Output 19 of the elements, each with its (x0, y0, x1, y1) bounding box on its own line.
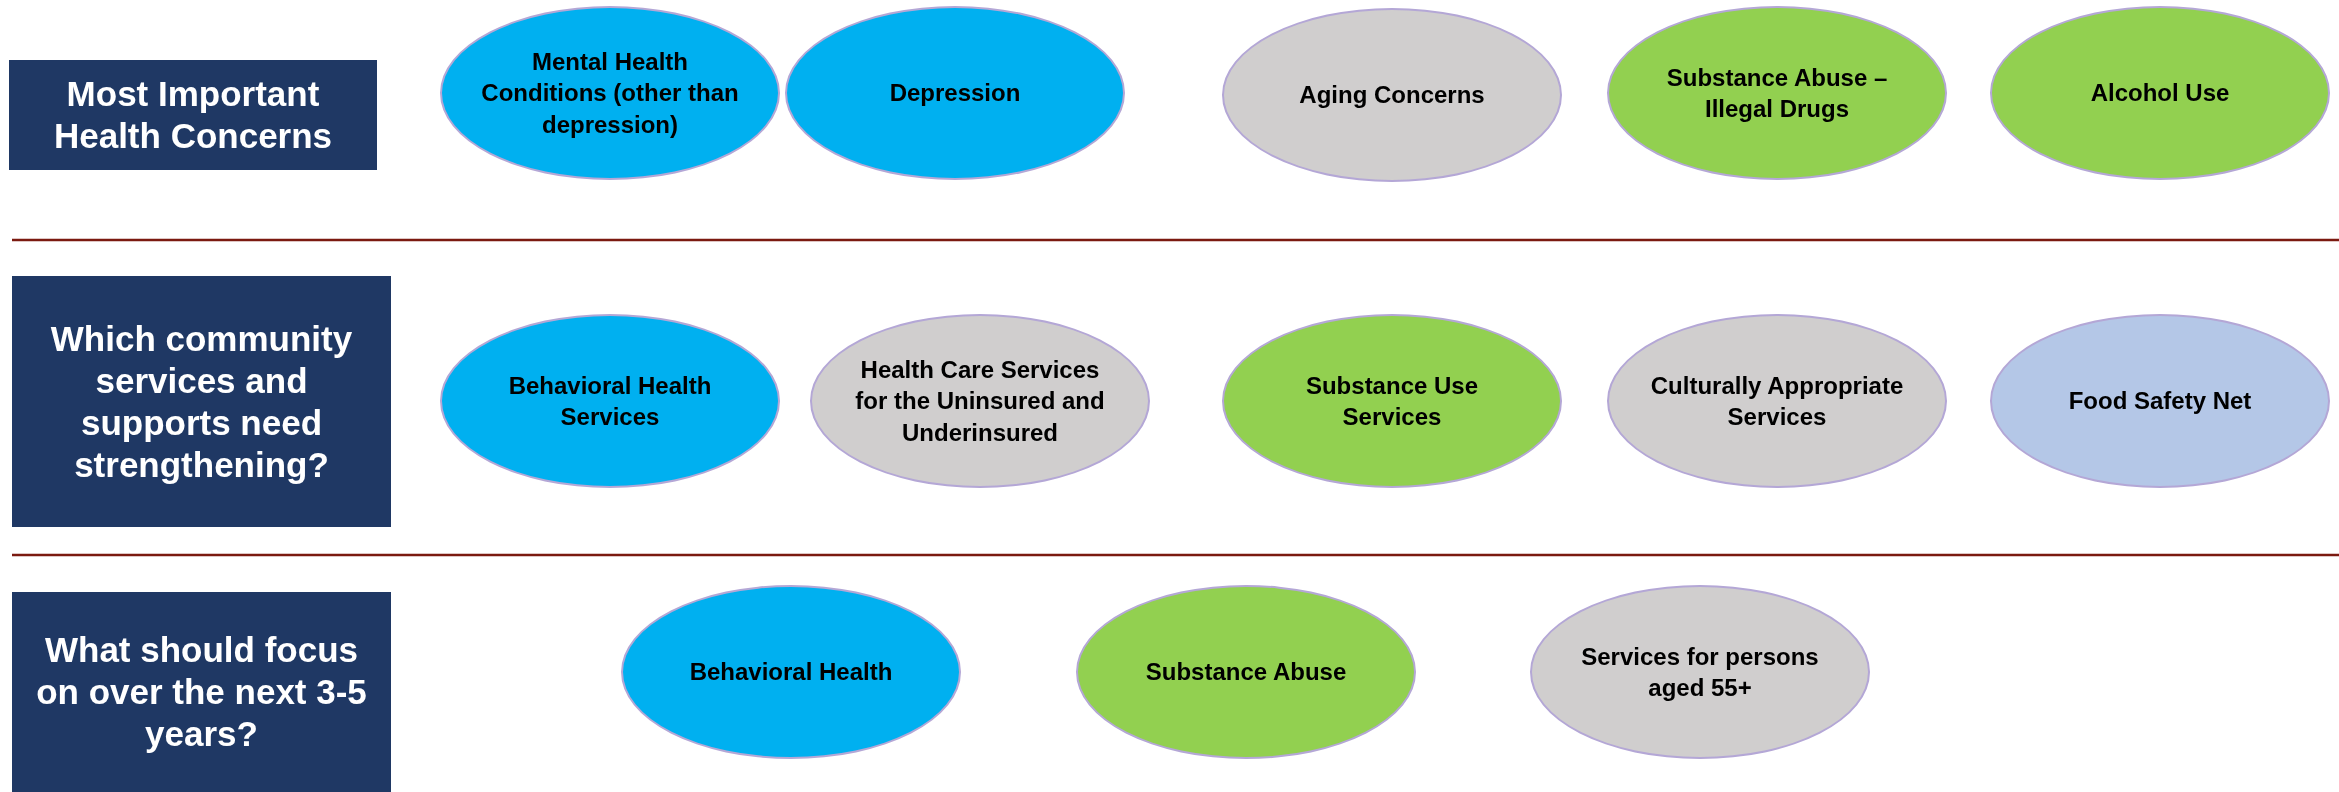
topic-label: Mental Health Conditions (other than depression) (480, 47, 740, 140)
topic-label: Substance Abuse – Illegal Drugs (1665, 62, 1889, 124)
topic-label: Culturally Appropriate Services (1649, 370, 1905, 432)
topic-label: Aging Concerns (1299, 80, 1485, 111)
topic-label: Alcohol Use (2090, 78, 2230, 109)
question-text: Most Important Health Concerns (52, 73, 334, 157)
question-panel (12, 276, 391, 527)
topic-label: Health Care Services for the Uninsured and Underinsured (854, 355, 1106, 448)
question-panel (12, 592, 391, 792)
topic-label: Behavioral Health (689, 657, 893, 688)
question-text: Which community services and supports need strengthening? (49, 317, 354, 486)
topic-label: Substance Abuse (1145, 657, 1347, 688)
topic-label: Food Safety Net (2068, 386, 2252, 417)
question-panel (9, 60, 377, 170)
topic-label: Services for persons aged 55+ (1580, 641, 1820, 703)
question-text: What should focus on over the next 3-5 years? (35, 629, 368, 755)
topic-label: Substance Use Services (1304, 370, 1480, 432)
topic-label: Depression (889, 78, 1021, 109)
topic-label: Behavioral Health Services (507, 370, 713, 432)
